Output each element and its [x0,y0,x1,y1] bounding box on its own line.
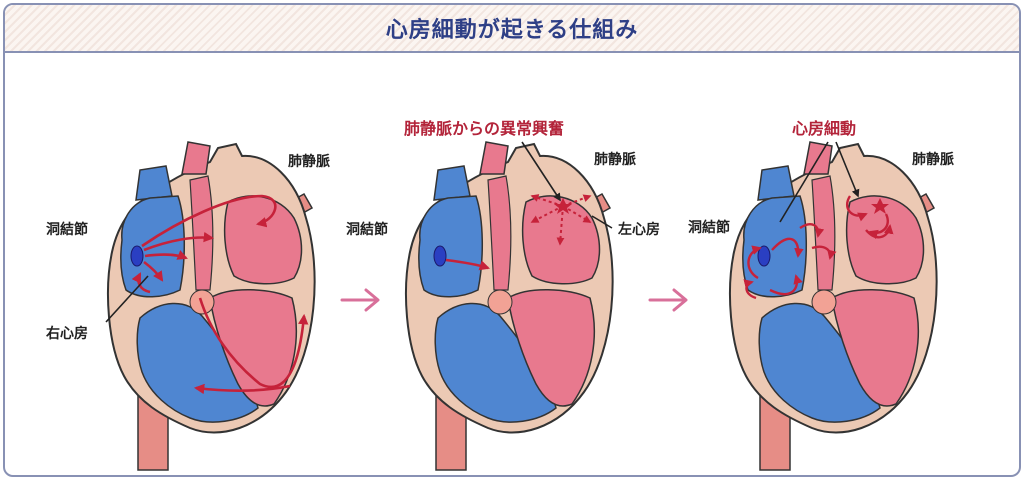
sinus-node-label: 洞結節 [688,219,730,236]
panel-ectopic: 肺静脈からの異常興奮 肺静脈 洞結節 左心房 [346,119,660,471]
title-bar: 心房細動が起きる仕組み [5,5,1019,53]
pulmonary-vein-label: 肺静脈 [912,151,954,168]
left-atrium-pointer [591,215,613,229]
sinus-node-marker [130,245,144,267]
pulmonary-vein-label: 肺静脈 [288,153,330,170]
right-atrium-pointer [105,275,149,323]
panel-normal: 肺静脈 洞結節 右心房 [45,141,330,471]
ectopic-star-icon [871,198,889,214]
pulmonary-vein-label: 肺静脈 [594,151,636,168]
afib-pointer-lines [779,141,860,223]
sinus-node-label: 洞結節 [46,221,88,238]
panel-afib: 心房細動 肺静脈 洞結節 [688,119,954,471]
right-chevron-arrow-icon [648,288,688,312]
page-title: 心房細動が起きる仕組み [385,18,639,43]
sinus-node-marker [433,245,447,267]
heart-illustration [405,141,614,471]
right-chevron-arrow-icon [340,288,380,312]
right-atrium-label: 右心房 [45,325,88,342]
ectopic-pointer [521,141,561,202]
left-atrium-label: 左心房 [617,221,660,238]
ectopic-headline: 肺静脈からの異常興奮 [404,119,564,138]
ectopic-focus [530,194,592,246]
sinus-conduction-arrow [445,258,490,271]
chaotic-arrows [743,195,894,300]
afib-headline: 心房細動 [792,119,856,138]
sinus-node-label: 洞結節 [346,221,388,238]
heart-illustration [107,141,316,471]
heart-illustration [729,141,938,471]
